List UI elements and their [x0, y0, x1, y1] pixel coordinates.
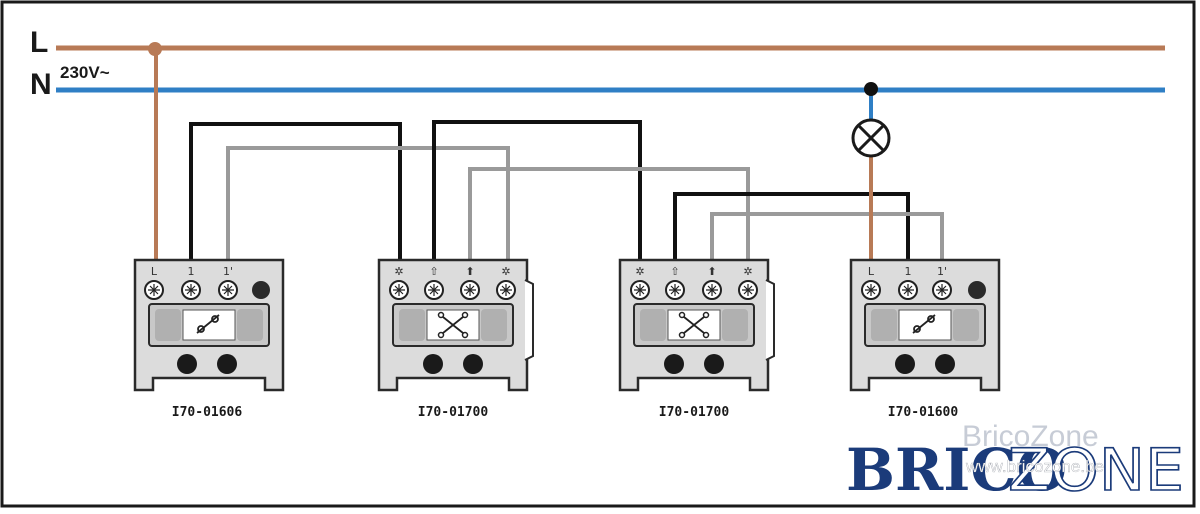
screw-terminal [665, 280, 685, 300]
traveller-black-3 [673, 192, 910, 265]
traveller-black-2 [432, 120, 642, 265]
screw-terminal [630, 280, 650, 300]
terminal-label: ⇧ [429, 265, 438, 278]
release-hole [252, 281, 270, 299]
switch-module: ✲ ⇧ ⬆ ✲ I70-01700 [377, 258, 534, 420]
mounting-hole [177, 354, 197, 374]
terminal-label: L [868, 265, 875, 278]
switch-model-label: I70-01700 [418, 405, 489, 420]
lamp-icon [851, 118, 891, 158]
mounting-hole [664, 354, 684, 374]
terminal-label: ✲ [635, 265, 644, 278]
intermediate-symbol-icon [437, 311, 469, 339]
terminal-label: 1 [188, 265, 195, 278]
logo-zone-text: ZONE [1008, 436, 1184, 504]
screw-terminal [898, 280, 918, 300]
mounting-hole [704, 354, 724, 374]
two-way-symbol-icon [912, 314, 936, 334]
intermediate-symbol-icon [678, 311, 710, 339]
screw-terminal [738, 280, 758, 300]
neutral-junction-dot [864, 82, 878, 96]
screw-terminal [496, 280, 516, 300]
terminal-label: ⇧ [670, 265, 679, 278]
screw-terminal [218, 280, 238, 300]
screw-terminal [702, 280, 722, 300]
switch-model-label: I70-01700 [659, 405, 730, 420]
live-rail-label: L [30, 26, 48, 59]
watermark-url: www.bricozone.be [965, 457, 1104, 476]
mounting-hole [463, 354, 483, 374]
traveller-gray-3 [710, 212, 944, 265]
terminal-label: ✲ [743, 265, 752, 278]
screw-terminal [861, 280, 881, 300]
screw-terminal [932, 280, 952, 300]
logo-brico-text: BRICO [846, 436, 1067, 504]
neutral-rail-label: N [30, 68, 52, 101]
mounting-hole [895, 354, 915, 374]
live-junction-dot [148, 42, 162, 56]
watermark-title: BricoZone [962, 420, 1099, 453]
switch-model-label: I70-01606 [172, 405, 243, 420]
switch-module: L 1 1' I70-01606 [133, 258, 285, 420]
terminal-label: 1 [905, 265, 912, 278]
terminal-label: L [151, 265, 158, 278]
two-way-symbol-icon [196, 314, 220, 334]
screw-terminal [389, 280, 409, 300]
terminal-label: ✲ [394, 265, 403, 278]
terminal-label: ⬆ [465, 265, 474, 278]
screw-terminal [181, 280, 201, 300]
terminal-label: 1' [223, 265, 233, 278]
switch-row: L 1 1' I70-01606 ✲ ⇧ ⬆ ✲ [133, 258, 1001, 420]
terminal-label: ✲ [501, 265, 510, 278]
mounting-hole [217, 354, 237, 374]
switch-module: L 1 1' I70-01600 [849, 258, 1001, 420]
screw-terminal [144, 280, 164, 300]
switch-model-label: I70-01600 [888, 405, 959, 420]
terminal-label: ⬆ [707, 265, 716, 278]
screw-terminal [460, 280, 480, 300]
mounting-hole [935, 354, 955, 374]
traveller-gray-1 [226, 146, 510, 265]
mounting-hole [423, 354, 443, 374]
traveller-gray-2 [468, 167, 750, 265]
bricozone-logo: BricoZone BRICO ZONE www.bricozone.be [846, 420, 1185, 505]
switch-module: ✲ ⇧ ⬆ ✲ I70-01700 [618, 258, 775, 420]
terminal-label: 1' [937, 265, 947, 278]
traveller-black-1 [189, 122, 402, 265]
release-hole [968, 281, 986, 299]
screw-terminal [424, 280, 444, 300]
wire-group [148, 42, 944, 265]
voltage-label: 230V~ [60, 63, 110, 82]
